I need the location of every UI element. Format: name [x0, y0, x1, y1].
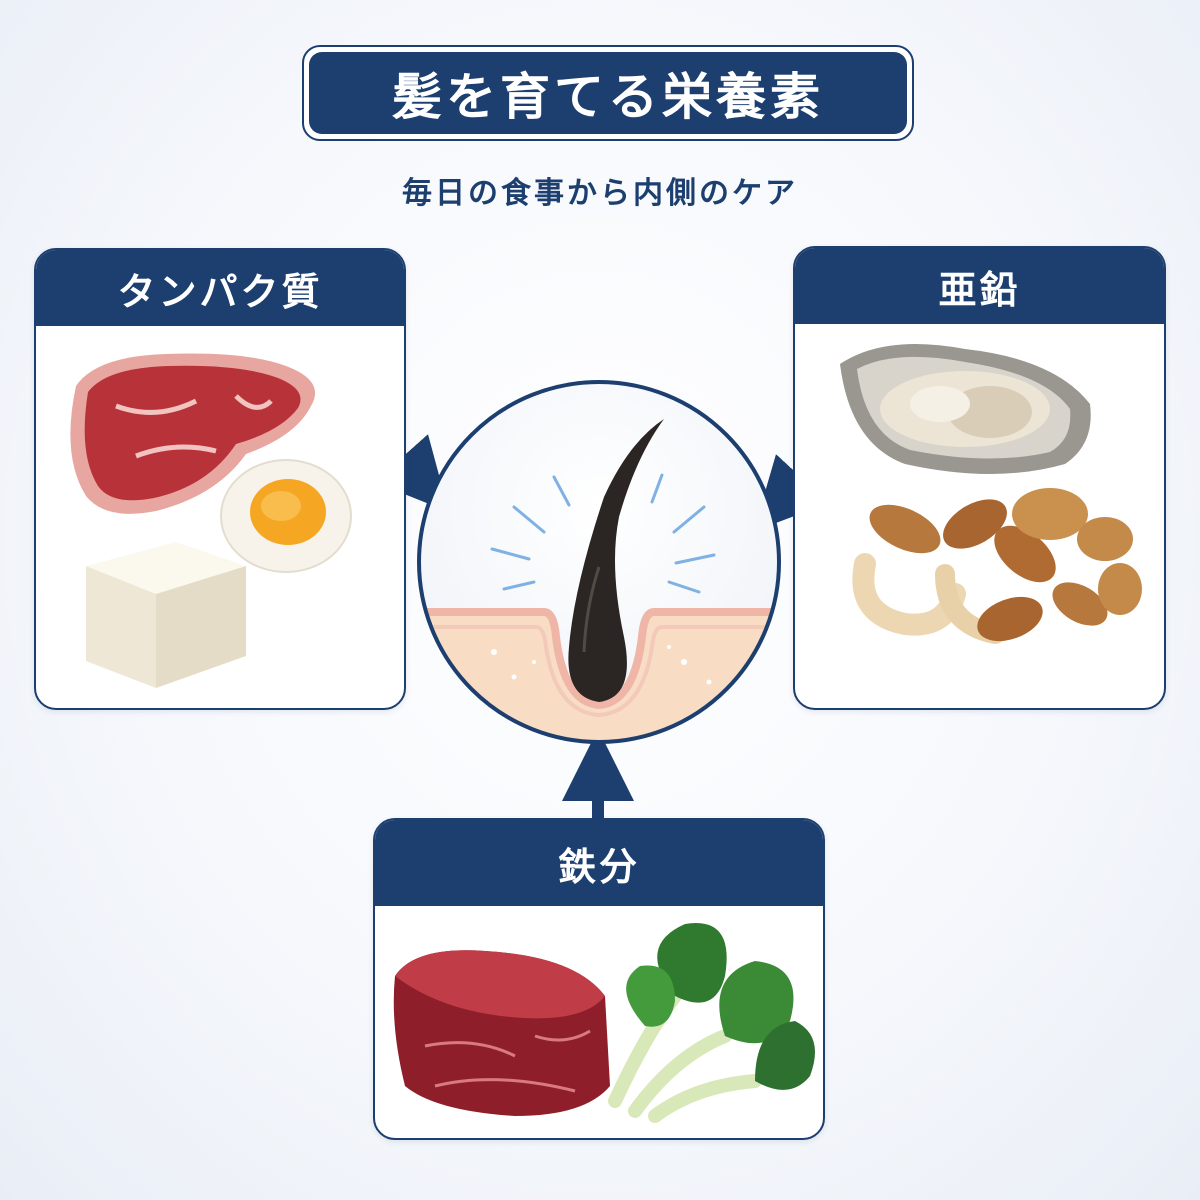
protein-foods [70, 353, 352, 688]
tofu-icon [86, 542, 246, 688]
title-banner: 髪を育てる栄養素 [302, 45, 914, 141]
iron-foods [393, 923, 815, 1123]
iron-card-title: 鉄分 [375, 820, 823, 906]
page-title: 髪を育てる栄養素 [309, 52, 907, 134]
meat-icon [70, 353, 316, 514]
oyster-icon [840, 344, 1091, 474]
protein-card-title: タンパク質 [36, 250, 404, 326]
spinach-icon [608, 923, 815, 1123]
hair-follicle-illustration [417, 380, 781, 744]
boiled-egg-icon [220, 459, 352, 573]
page-subtitle: 毎日の食事から内側のケア [402, 176, 798, 211]
zinc-card-title: 亜鉛 [795, 248, 1164, 324]
zinc-card: 亜鉛 [793, 246, 1166, 710]
nuts-icon [852, 488, 1142, 644]
zinc-foods [840, 344, 1142, 644]
iron-card: 鉄分 [373, 818, 825, 1140]
red-meat-icon [393, 950, 610, 1116]
protein-card: タンパク質 [34, 248, 406, 710]
